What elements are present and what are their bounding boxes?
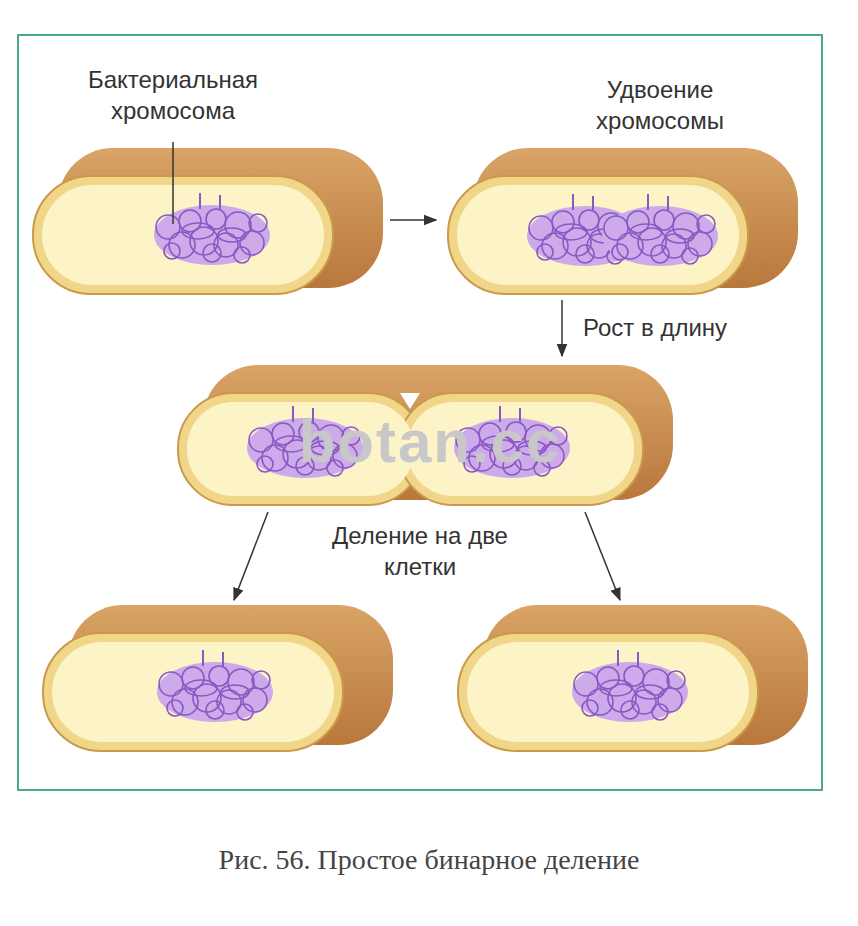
chromosome (602, 194, 718, 266)
stage-label: Деление на две клетки (295, 520, 545, 582)
stage-label: Удвоение хромосомы (545, 74, 775, 136)
figure-caption: Рис. 56. Простое бинарное деление (29, 843, 829, 877)
arrow-label: Рост в длину (583, 312, 727, 343)
process-arrow (234, 512, 268, 600)
process-arrow (585, 512, 620, 600)
process-arrow (390, 219, 436, 221)
dividing-cell (178, 365, 673, 505)
daughter-cell (43, 605, 393, 751)
chromosome (154, 193, 270, 265)
part-label: Бактериальная хромосома (53, 64, 293, 126)
bacterial-cell (448, 148, 798, 294)
bacterial-cell (33, 148, 383, 294)
daughter-cell (458, 605, 808, 751)
chromosome (572, 650, 688, 722)
leader-line (172, 142, 174, 224)
chromosome (157, 650, 273, 722)
process-arrow (561, 300, 563, 356)
watermark: botan.cc (220, 410, 640, 474)
frame (18, 35, 822, 790)
